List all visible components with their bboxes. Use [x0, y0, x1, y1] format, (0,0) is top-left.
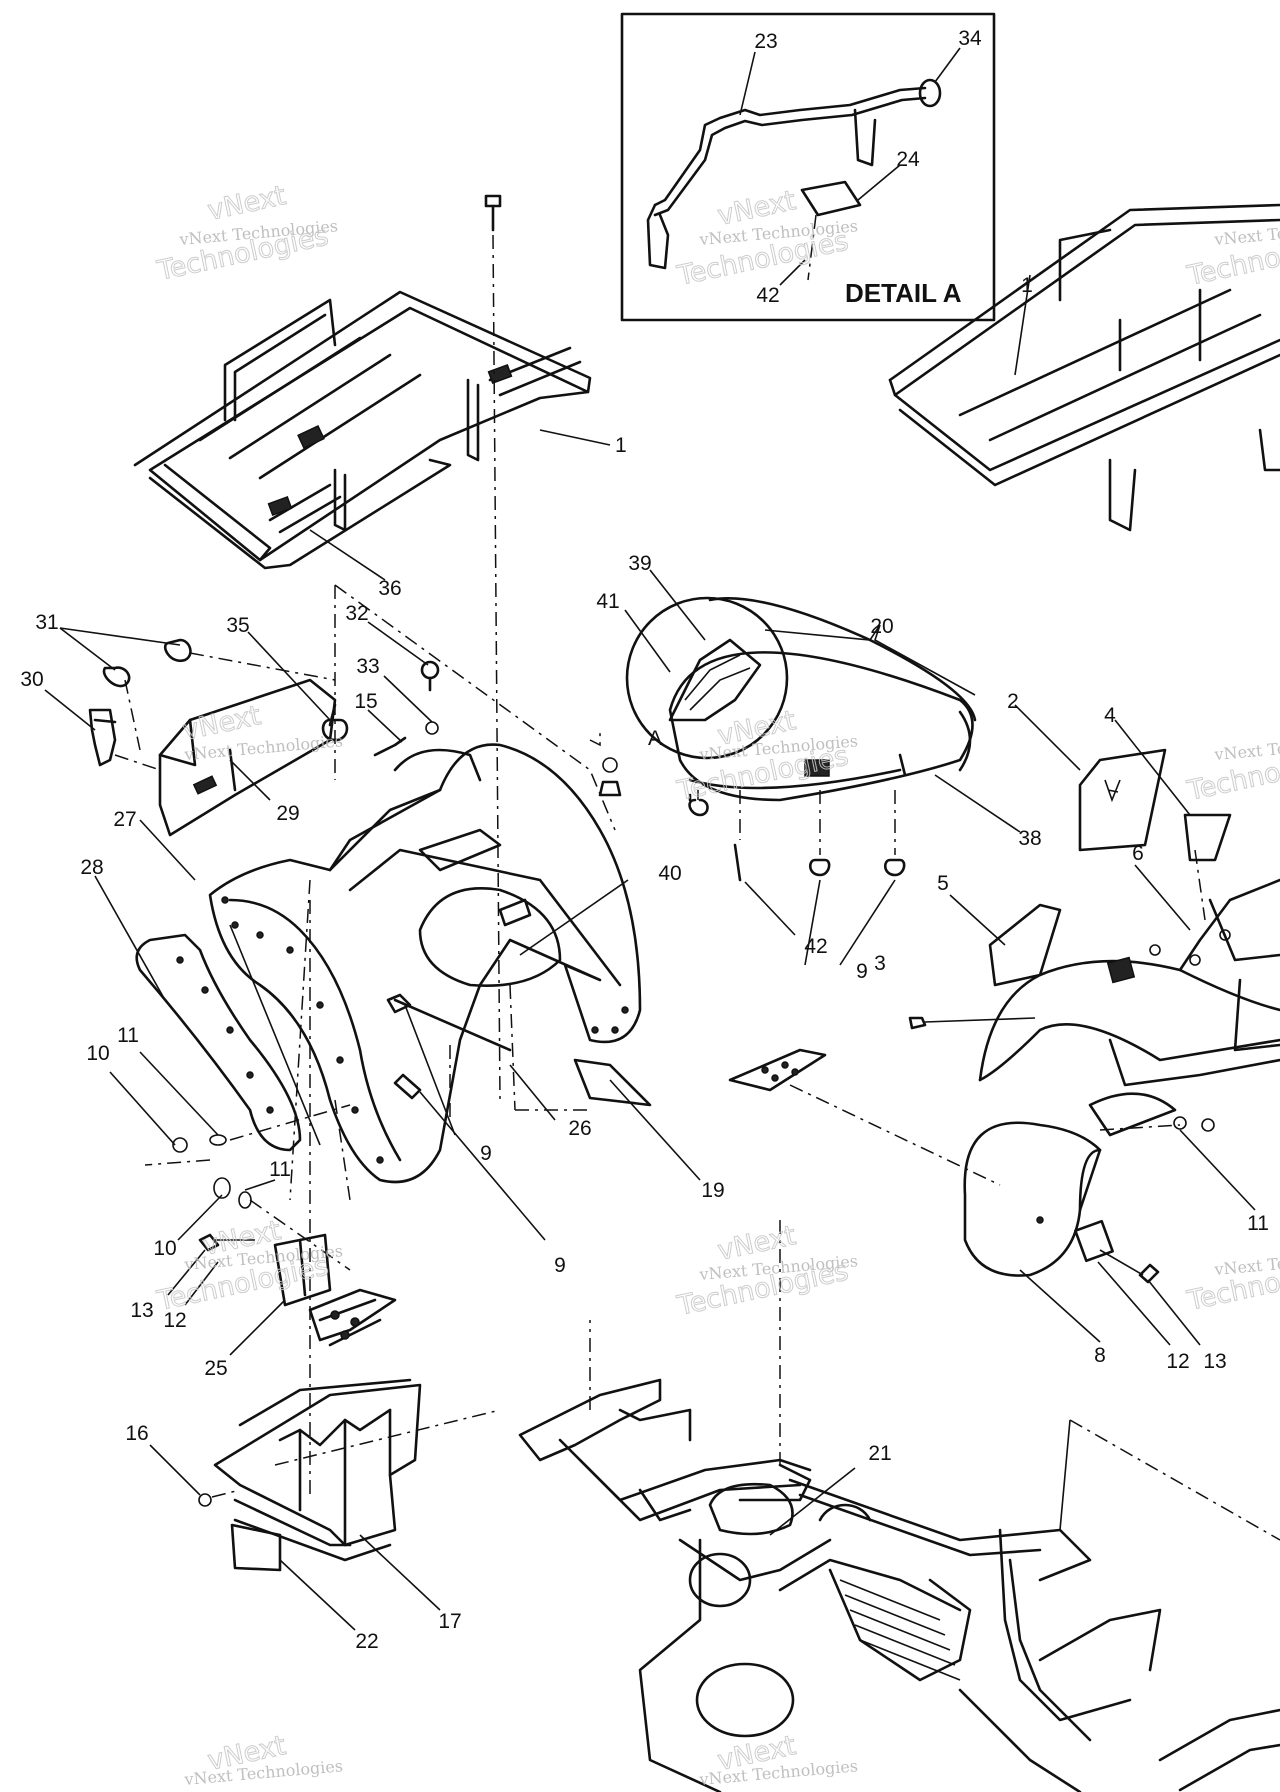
- callout-24: 24: [896, 148, 920, 171]
- callout-30: 30: [20, 668, 43, 691]
- callout-22: 22: [355, 1630, 378, 1653]
- callout-13-lower: 13: [130, 1299, 153, 1322]
- callout-32: 32: [345, 602, 368, 625]
- callout-26: 26: [568, 1117, 591, 1140]
- callout-9-rear-b: 9: [554, 1254, 566, 1277]
- callout-2: 2: [1007, 690, 1019, 713]
- footrest-bracket: 11 10 13 12 25: [130, 1158, 397, 1380]
- footrest-plate: [728, 1048, 1001, 1186]
- callout-19: 19: [701, 1179, 724, 1202]
- callout-5: 5: [937, 872, 949, 895]
- callout-31: 31: [35, 611, 58, 634]
- callout-13-front: 13: [1203, 1350, 1226, 1373]
- callout-28: 27: [113, 808, 136, 831]
- callout-38: 38: [1018, 827, 1041, 850]
- callout-33: 33: [356, 655, 379, 678]
- callout-11-upper: 11: [117, 1024, 139, 1047]
- storage-box: 16 17 22: [125, 1378, 501, 1653]
- callout-29: 29: [276, 802, 299, 825]
- callout-39: 39: [628, 552, 651, 575]
- callout-41: 41: [596, 590, 619, 613]
- front-mud-flap: 8 11 12 13: [963, 1092, 1269, 1373]
- callout-9-rear-a: 9: [480, 1142, 492, 1165]
- callout-9-front: 9: [856, 960, 868, 983]
- callout-42: 42: [804, 935, 827, 958]
- callout-3: 3: [874, 952, 886, 975]
- decals: 2 4 5: [937, 690, 1232, 987]
- rear-fender: 27 40 26 19 9 9: [113, 584, 725, 1500]
- callout-10-lower: 10: [153, 1237, 176, 1260]
- rear-mud-flap: 28 10 11: [80, 856, 351, 1166]
- callout-27: 28: [80, 856, 103, 879]
- callout-21: 21: [868, 1442, 891, 1465]
- rear-rack: 1 36: [133, 194, 627, 1101]
- callout-12-front: 12: [1166, 1350, 1189, 1373]
- callout-20: 20: [870, 615, 893, 638]
- callout-6: 6: [1132, 842, 1144, 865]
- taillight-bracket: 31 35 32 30 33 15 29: [20, 602, 440, 837]
- callout-40: 40: [658, 862, 681, 885]
- callout-25: 25: [204, 1357, 227, 1380]
- callout-1-rear-rack: 1: [615, 434, 627, 457]
- callout-36: 36: [378, 577, 401, 600]
- callout-16: 16: [125, 1422, 148, 1445]
- front-fender: 6 9: [856, 842, 1280, 1087]
- watermarks: vNext Technologies Technologies vNext vN…: [154, 180, 1280, 1789]
- callout-17: 17: [438, 1610, 461, 1633]
- callout-8: 8: [1094, 1344, 1106, 1367]
- callout-34: 34: [958, 27, 982, 50]
- callout-35: 35: [226, 614, 249, 637]
- watermark-text: vNext: [205, 180, 289, 227]
- callout-4: 4: [1104, 704, 1116, 727]
- detail-a-title: DETAIL A: [845, 278, 962, 308]
- seat-assembly: 39 41 20 38 42 3 A: [596, 552, 1041, 975]
- reference-letter-a: A: [648, 727, 662, 750]
- callout-1-front-rack: 1: [1021, 274, 1033, 297]
- callout-42-detail: 42: [756, 284, 779, 307]
- callout-23: 23: [754, 30, 777, 53]
- callout-12-lower: 12: [163, 1309, 186, 1332]
- callout-11-front: 11: [1247, 1212, 1269, 1235]
- callout-11-lower: 11: [269, 1158, 291, 1181]
- callout-15: 15: [354, 690, 377, 713]
- callout-10-upper: 10: [86, 1042, 109, 1065]
- front-rack: 1: [888, 203, 1280, 532]
- detail-a-inset: 23 34 24 42 DETAIL A: [620, 12, 996, 322]
- frame-engine: 21: [518, 1220, 1280, 1792]
